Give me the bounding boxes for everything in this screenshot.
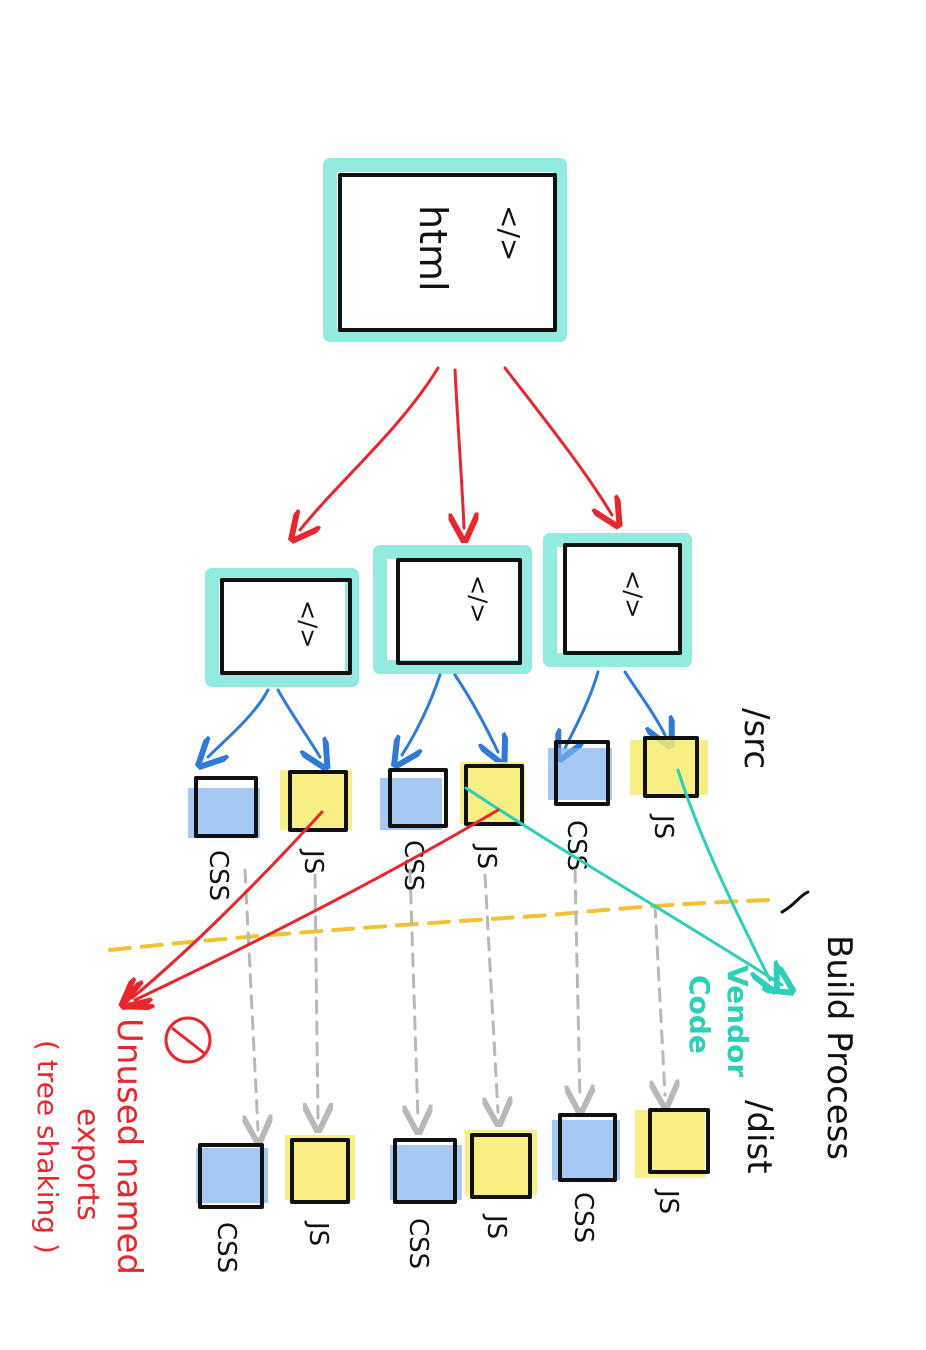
html-root-tag-icon: </> bbox=[493, 205, 526, 261]
arrow-js-3-to-vendor bbox=[676, 768, 770, 980]
component-3-highlight bbox=[543, 533, 692, 667]
dist-js-2-box bbox=[470, 1133, 532, 1199]
component-2: </> bbox=[373, 545, 532, 674]
component-2-box bbox=[396, 558, 522, 665]
component-3-tag-icon: </> bbox=[619, 570, 647, 618]
component-1-box bbox=[220, 578, 352, 675]
dist-css-1-label: CSS bbox=[211, 1222, 241, 1273]
src-css-2-box bbox=[388, 768, 448, 828]
component-1-highlight bbox=[205, 568, 359, 687]
component-3: </> bbox=[543, 533, 692, 667]
dist-css-2-label: CSS bbox=[403, 1218, 433, 1269]
arrow-html-to-component-3 bbox=[503, 366, 612, 515]
src-assets: CSS JS CSS JS CSS JS bbox=[188, 736, 708, 901]
build-process-label: Build Process bbox=[819, 935, 859, 1160]
dist-css-1-highlight bbox=[196, 1148, 268, 1203]
component-1-tag-icon: </> bbox=[294, 600, 322, 648]
src-js-1-box bbox=[288, 770, 348, 832]
dist-js-1-box bbox=[290, 1138, 350, 1204]
arrow-component-1-to-css bbox=[208, 688, 270, 757]
arrow-html-to-component-2 bbox=[455, 368, 464, 528]
dist-js-2-highlight bbox=[465, 1130, 537, 1195]
build-process-divider bbox=[108, 898, 772, 952]
arrow-build-js-1 bbox=[315, 873, 318, 1118]
src-css-1-highlight bbox=[188, 788, 260, 838]
dist-js-1-label: JS bbox=[303, 1220, 333, 1246]
prohibited-icon bbox=[164, 1016, 212, 1064]
src-js-3-box bbox=[643, 736, 699, 798]
arrow-build-css-2 bbox=[410, 868, 418, 1120]
dist-js-3-box bbox=[648, 1108, 710, 1174]
src-css-1-label: CSS bbox=[203, 850, 233, 901]
component-2-tag-icon: </> bbox=[464, 575, 492, 623]
arrow-component-2-to-css bbox=[402, 673, 442, 755]
dist-js-3-label: JS bbox=[653, 1188, 683, 1214]
src-folder-label: /src bbox=[736, 708, 776, 769]
unused-exports-note: Unused named exports ( tree shaking ) bbox=[31, 1018, 149, 1275]
build-process-pointer bbox=[780, 890, 810, 914]
html-root-highlight bbox=[323, 158, 567, 342]
arrow-js-2-unused bbox=[135, 808, 500, 1000]
dist-folder-label: /dist bbox=[739, 1100, 779, 1174]
dist-css-1-box bbox=[198, 1143, 264, 1209]
arrow-component-3-to-js bbox=[623, 670, 665, 735]
dist-css-2-highlight bbox=[390, 1145, 462, 1200]
dist-assets: CSS JS CSS JS CSS JS bbox=[196, 1108, 710, 1273]
dist-js-2-label: JS bbox=[481, 1213, 511, 1239]
arrow-build-js-2 bbox=[485, 873, 498, 1112]
unused-exports-line2: exports bbox=[70, 1108, 105, 1221]
dist-js-3-highlight bbox=[635, 1110, 705, 1178]
src-js-2-label: JS bbox=[471, 843, 501, 869]
vendor-code-label-line2: Code bbox=[683, 975, 716, 1054]
dist-css-2-box bbox=[393, 1138, 457, 1204]
arrow-build-css-1 bbox=[245, 868, 258, 1130]
src-js-3-label: JS bbox=[648, 813, 678, 839]
arrow-build-css-3 bbox=[575, 868, 580, 1100]
dist-css-3-box bbox=[558, 1113, 617, 1182]
arrow-build-js-3 bbox=[655, 903, 665, 1095]
component-1: </> bbox=[205, 568, 359, 687]
dist-js-1-highlight bbox=[285, 1135, 355, 1200]
arrow-component-2-to-js bbox=[453, 673, 498, 752]
html-root-label: html bbox=[411, 205, 455, 292]
src-css-1-box bbox=[194, 776, 258, 838]
component-2-highlight bbox=[373, 545, 532, 674]
component-3-box bbox=[563, 543, 682, 655]
src-js-1-label: JS bbox=[298, 848, 328, 874]
arrow-component-3-to-css bbox=[565, 670, 600, 748]
vendor-code-label-line1: Vendor bbox=[721, 965, 754, 1077]
src-css-3-highlight bbox=[548, 748, 612, 800]
vendor-code-note: Vendor Code bbox=[683, 965, 754, 1077]
html-root-file: </> html bbox=[323, 158, 567, 342]
arrow-component-1-to-js bbox=[276, 688, 320, 757]
unused-exports-line1: Unused named bbox=[109, 1018, 149, 1275]
html-root-box bbox=[338, 173, 557, 332]
src-js-2-box bbox=[464, 764, 524, 826]
arrow-js-1-unused bbox=[132, 810, 324, 998]
src-css-3-box bbox=[554, 740, 610, 806]
unused-exports-line3: ( tree shaking ) bbox=[31, 1040, 64, 1254]
arrow-js-2-to-vendor bbox=[464, 786, 782, 985]
dist-css-3-label: CSS bbox=[568, 1192, 598, 1243]
dist-css-3-highlight bbox=[552, 1120, 620, 1180]
arrow-html-to-component-1 bbox=[300, 366, 440, 530]
